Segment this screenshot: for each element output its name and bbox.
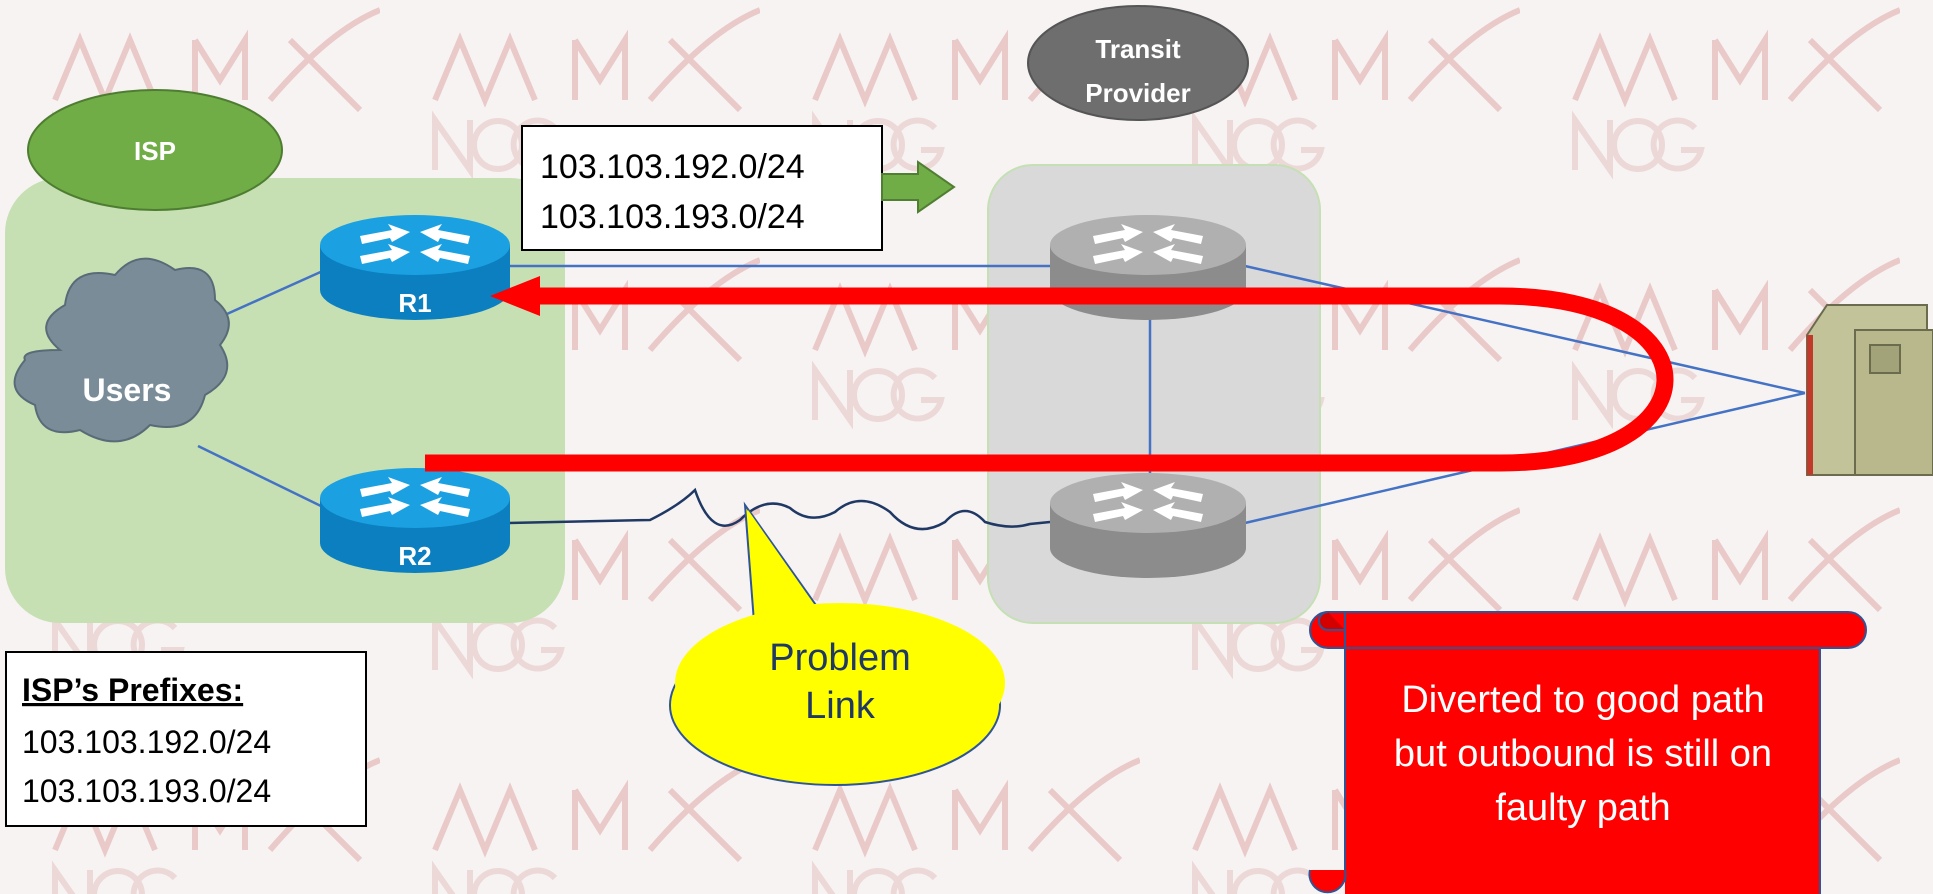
problem-callout: Problem Link — [669, 501, 1005, 786]
users-cloud: Users — [13, 257, 230, 443]
transit-label-line2: Provider — [1085, 78, 1191, 108]
problem-label-line1: Problem — [769, 637, 911, 679]
announcement-box: 103.103.192.0/24 103.103.193.0/24 — [521, 125, 883, 251]
isp-prefix-2: 103.103.193.0/24 — [22, 773, 271, 809]
r1-label: R1 — [398, 288, 431, 318]
traffic-path — [425, 287, 1674, 472]
users-label: Users — [83, 372, 172, 408]
link-t1-server — [1244, 264, 1806, 395]
cloud-icon — [13, 257, 230, 443]
router-icon — [320, 215, 510, 275]
banner-line-1: Diverted to good path — [1401, 679, 1764, 721]
transit-label-bubble — [1027, 5, 1249, 121]
isp-label-bubble — [27, 89, 283, 211]
banner-line-2: but outbound is still on — [1394, 733, 1772, 775]
isp-prefixes-title: ISP’s Prefixes: — [22, 672, 243, 708]
server — [1806, 304, 1933, 476]
link-users-r2 — [197, 444, 326, 510]
transit-label-line1: Transit — [1095, 34, 1181, 64]
problem-link-line — [504, 487, 1051, 531]
announced-prefix-1: 103.103.192.0/24 — [540, 148, 805, 186]
router-r2: R2 — [320, 468, 510, 573]
transit-router-top — [1050, 215, 1246, 320]
router-r1: R1 — [320, 215, 510, 320]
problem-label-line2: Link — [805, 685, 876, 727]
router-icon — [1050, 215, 1246, 275]
router-icon — [320, 468, 510, 528]
announced-prefix-2: 103.103.193.0/24 — [540, 198, 805, 236]
banner-line-3: faulty path — [1495, 787, 1670, 829]
router-icon — [1050, 473, 1246, 533]
traffic-arrowhead — [490, 276, 540, 316]
isp-prefixes-box: ISP’s Prefixes: 103.103.192.0/24 103.103… — [5, 651, 367, 827]
scroll-banner: Diverted to good path but outbound is st… — [1308, 611, 1867, 894]
transit-router-bottom — [1050, 473, 1246, 578]
isp-label: ISP — [134, 136, 176, 166]
arrow-right-icon — [881, 160, 956, 214]
isp-prefix-1: 103.103.192.0/24 — [22, 724, 271, 760]
r2-label: R2 — [398, 541, 431, 571]
